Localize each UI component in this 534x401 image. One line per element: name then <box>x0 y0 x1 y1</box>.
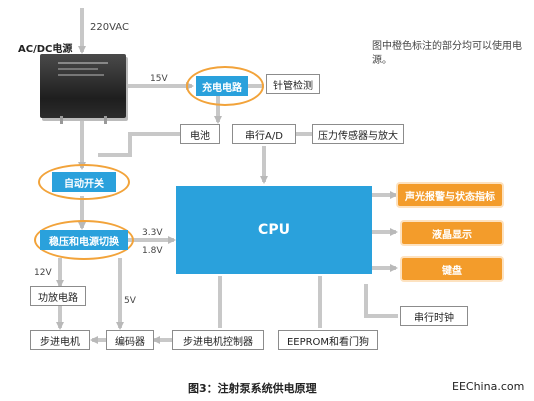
driver-circuit-block: 功放电路 <box>30 286 86 306</box>
battery-block: 电池 <box>180 124 220 144</box>
regulator-block: 稳压和电源切换 <box>40 230 128 250</box>
charge-circuit-block: 充电电路 <box>196 76 248 96</box>
cpu-block: CPU <box>176 186 372 274</box>
serial-clock-block: 串行时钟 <box>400 306 468 326</box>
figure-caption: 图3：注射泵系统供电原理 <box>188 382 317 395</box>
stepper-motor-block: 步进电机 <box>30 330 90 350</box>
pressure-sensor-block: 压力传感器与放大 <box>312 124 404 144</box>
eeprom-watchdog-block: EEPROM和看门狗 <box>278 330 378 350</box>
highlight-ring-auto-switch <box>38 164 130 200</box>
v12-label: 12V <box>34 268 52 278</box>
keyboard-block: 键盘 <box>402 258 502 280</box>
highlight-ring-regulator <box>34 220 134 260</box>
auto-switch-block: 自动开关 <box>52 172 116 192</box>
alarm-status-block: 声光报警与状态指标 <box>398 184 502 206</box>
v5-label: 5V <box>124 296 136 306</box>
watermark: EEChina.com <box>452 380 525 393</box>
serial-ad-block: 串行A/D <box>232 124 296 144</box>
v18-label: 1.8V <box>142 246 163 256</box>
v33-label: 3.3V <box>142 228 163 238</box>
acdc-module-image <box>40 54 126 124</box>
lcd-block: 液晶显示 <box>402 222 502 244</box>
acdc-label: AC/DC电源 <box>18 44 73 55</box>
needle-detect-block: 针管检测 <box>266 74 320 94</box>
note-text: 图中橙色标注的部分均可以使用电源。 <box>372 41 522 66</box>
v15-label: 15V <box>150 74 168 84</box>
encoder-block: 编码器 <box>106 330 154 350</box>
highlight-ring-charge <box>186 66 264 106</box>
input-voltage-label: 220VAC <box>90 22 129 33</box>
stepper-controller-block: 步进电机控制器 <box>172 330 264 350</box>
